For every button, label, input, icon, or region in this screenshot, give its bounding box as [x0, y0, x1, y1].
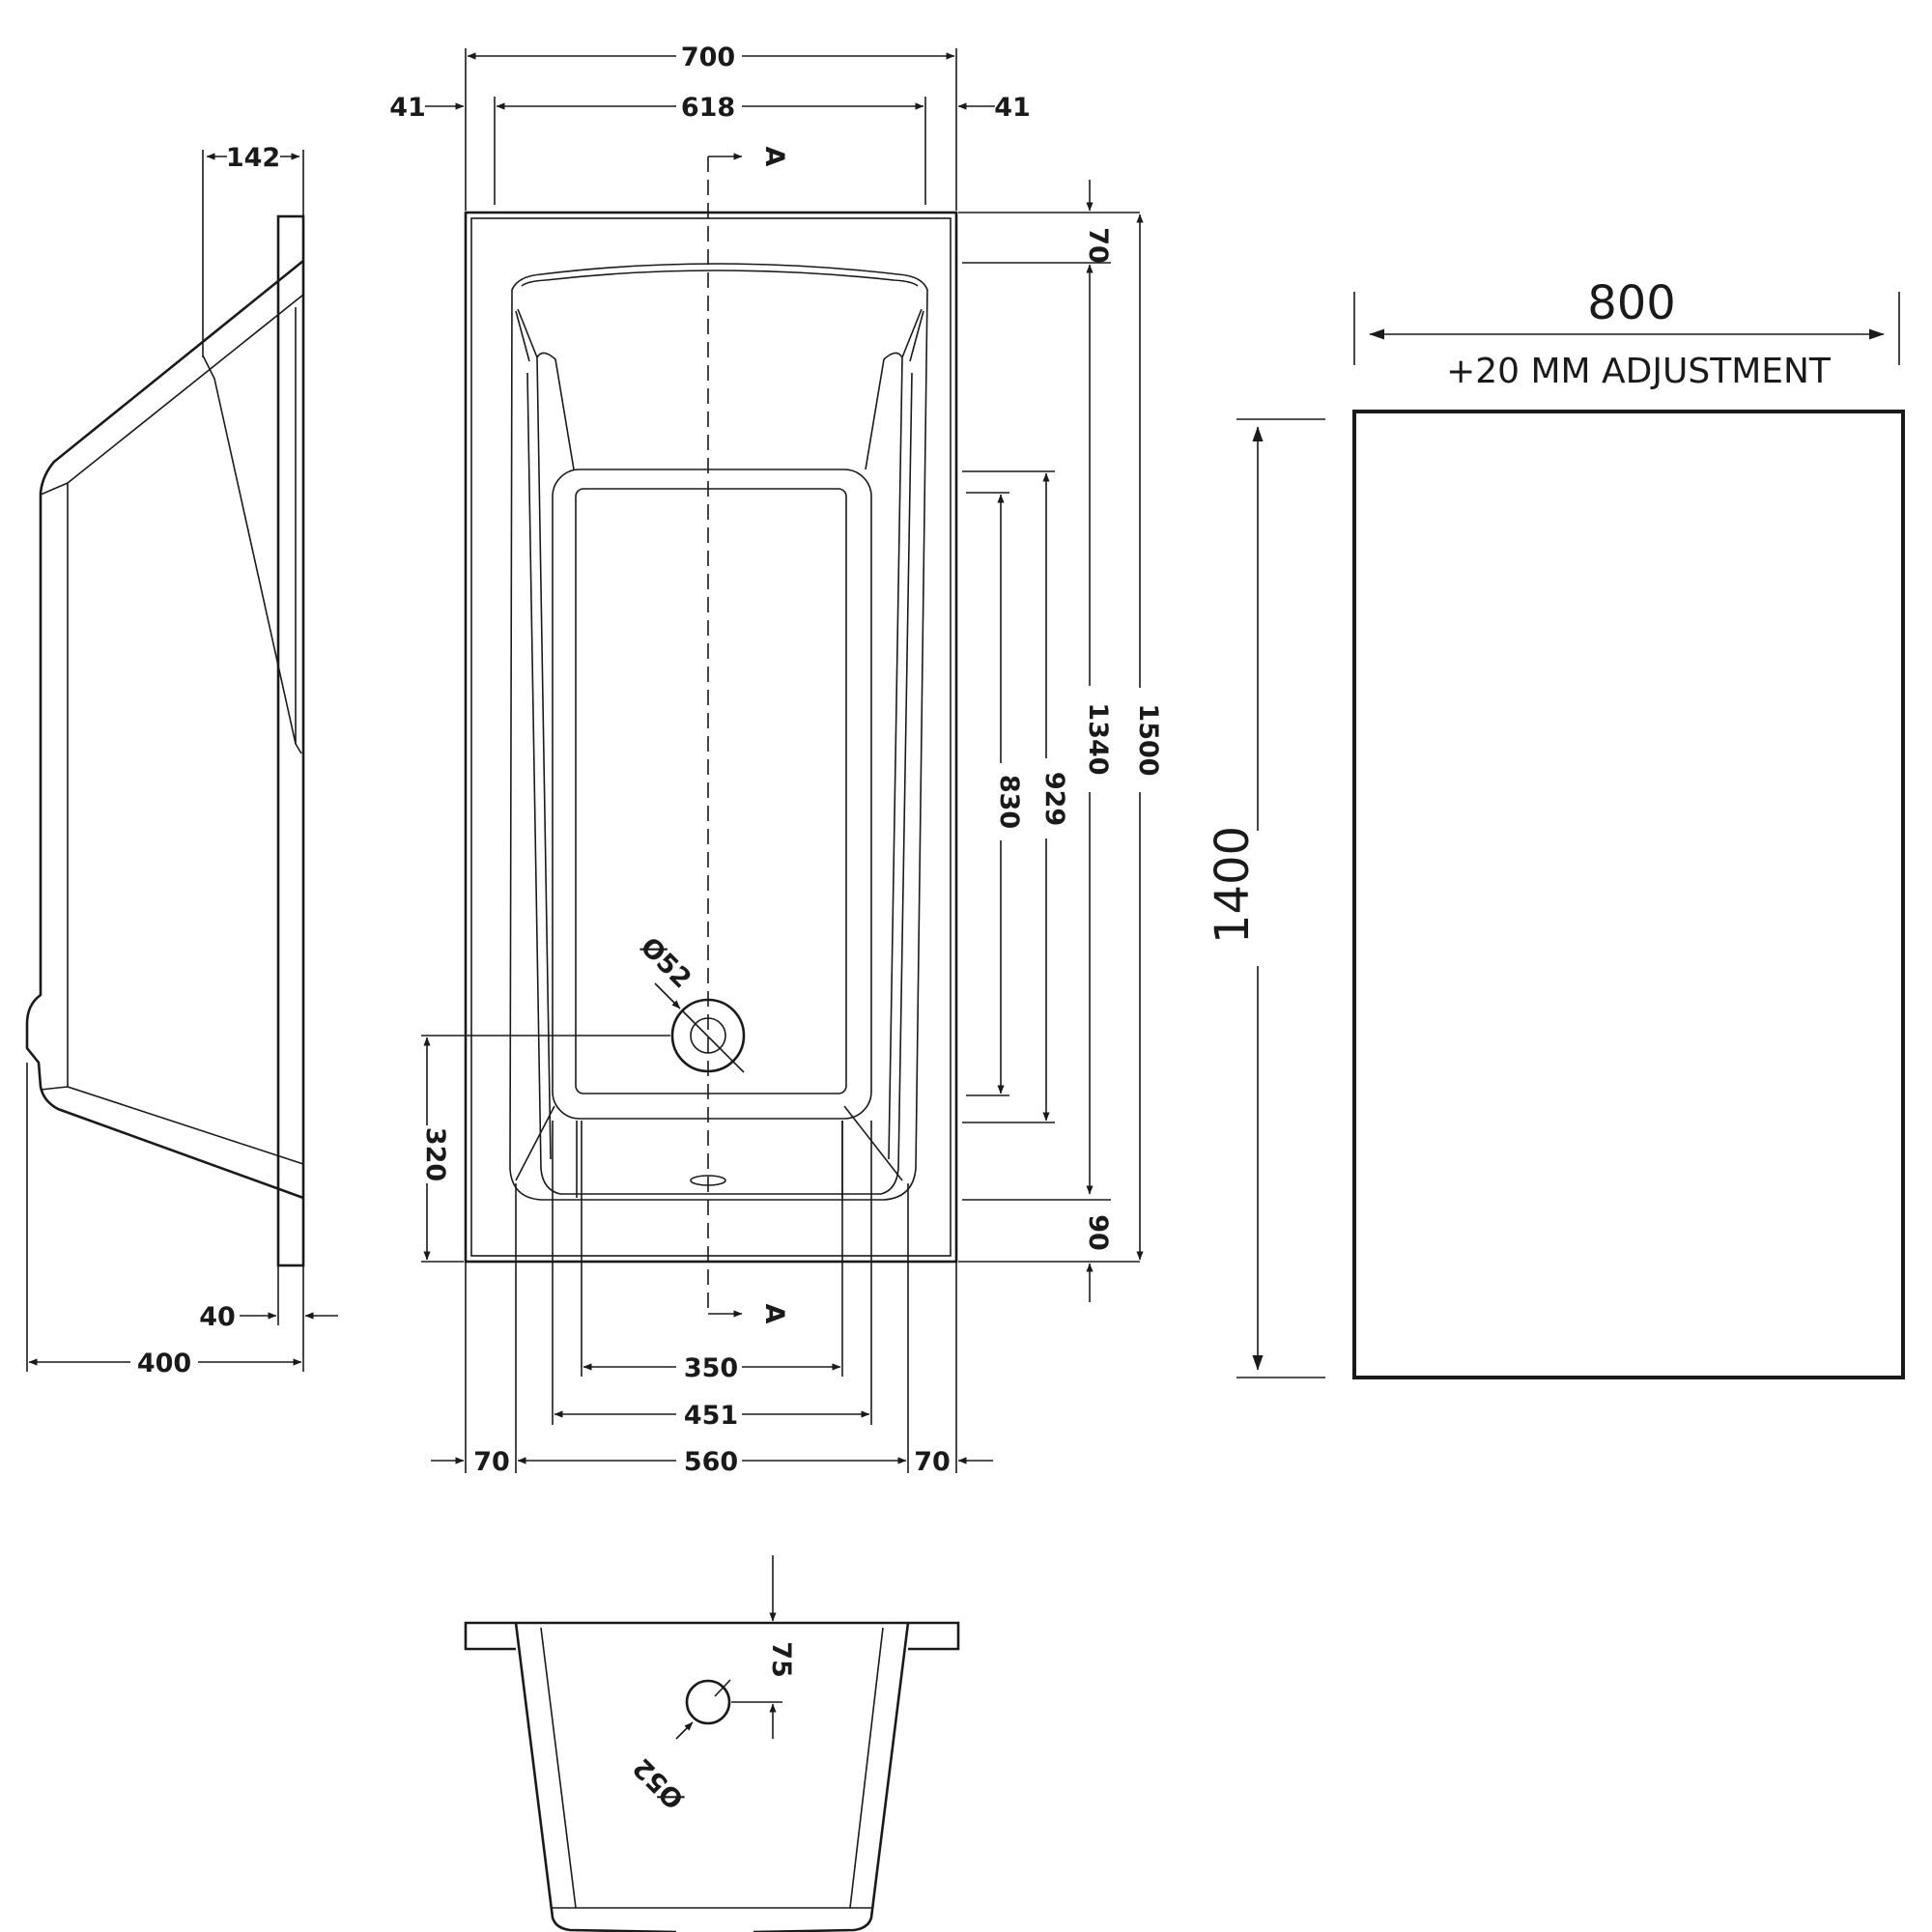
dim-side-depth: 400: [26, 1063, 304, 1378]
label-451: 451: [684, 1401, 738, 1431]
dim-bowl-length: 929: [962, 470, 1069, 1123]
label-400: 400: [137, 1349, 191, 1378]
dim-waste-offset: 320: [420, 1035, 670, 1263]
label-320: 320: [420, 1127, 450, 1181]
end-body-right: [753, 1622, 910, 1932]
plan-base-outer: [552, 469, 872, 1120]
dim-waste-dia: Ø52: [635, 932, 745, 1073]
plan-base-inner: [575, 488, 847, 1094]
label-929: 929: [1039, 772, 1069, 826]
label-560: 560: [684, 1447, 738, 1477]
label-40: 40: [199, 1302, 236, 1332]
panel-rectangle: [1352, 410, 1905, 1379]
section-label-top: A: [759, 147, 789, 167]
end-body-left: [514, 1622, 677, 1932]
dim-base-width: 350: [582, 1353, 841, 1383]
label-41-left: 41: [389, 93, 426, 123]
label-70-left: 70: [473, 1447, 510, 1477]
label-142: 142: [226, 143, 280, 173]
label-panel-height: 1400: [1206, 826, 1260, 944]
section-label-bottom: A: [759, 1304, 789, 1324]
plan-bowl-outline: [509, 263, 928, 1201]
label-panel-width: 800: [1587, 276, 1676, 330]
label-90: 90: [1083, 1214, 1113, 1251]
overflow-outlet: [685, 1679, 731, 1725]
dim-flange-row: 41 618 41: [389, 93, 1031, 205]
label-1340: 1340: [1083, 702, 1113, 775]
label-1500: 1500: [1133, 703, 1163, 776]
section-a-top: A: [708, 147, 789, 167]
dim-overall-width: 700: [465, 43, 957, 211]
label-70-right: 70: [914, 1447, 951, 1477]
dim-base-length: 830: [966, 492, 1024, 1096]
label-waste-dia: Ø52: [635, 932, 697, 995]
side-view: 142 40 400: [25, 143, 338, 1378]
dim-top-projection: 142: [202, 143, 304, 357]
label-70-top: 70: [1083, 227, 1113, 264]
end-flange-left: [464, 1621, 516, 1651]
label-350: 350: [684, 1353, 738, 1383]
dim-head-rim: 70: [958, 180, 1140, 264]
side-inner-edge: [202, 355, 302, 754]
dim-flange-thickness: 40: [199, 1265, 338, 1332]
end-flange-right: [908, 1621, 960, 1651]
label-75: 75: [766, 1641, 796, 1678]
dim-foot-rim: 90: [958, 1199, 1140, 1302]
dim-overflow-dia: Ø52: [628, 1679, 731, 1815]
end-view: 75 Ø52: [464, 1555, 960, 1932]
label-830: 830: [994, 775, 1024, 829]
label-41-right: 41: [994, 93, 1031, 123]
label-618: 618: [681, 93, 735, 123]
dim-inner-length: 1340: [1083, 264, 1113, 1195]
label-700: 700: [681, 43, 735, 72]
side-outer-profile: [25, 259, 304, 1200]
side-inner-profile: [67, 294, 304, 1165]
section-a-bottom: A: [708, 1304, 789, 1324]
side-flange: [276, 214, 305, 1267]
plan-outer-rim: [464, 211, 958, 1264]
bath-panel: 800 +20 MM ADJUSTMENT 1400: [1206, 276, 1905, 1379]
dim-overall-length: 1500: [1133, 213, 1163, 1261]
dim-bottom-row: 70 560 70: [431, 1447, 993, 1477]
dim-bowl-width: 451: [554, 1401, 870, 1431]
dim-overflow-offset: 75: [731, 1555, 796, 1739]
label-panel-adjustment: +20 MM ADJUSTMENT: [1446, 352, 1832, 391]
label-overflow-dia: Ø52: [628, 1752, 691, 1815]
plan-view: A A 700 41 618 41: [389, 43, 1163, 1477]
